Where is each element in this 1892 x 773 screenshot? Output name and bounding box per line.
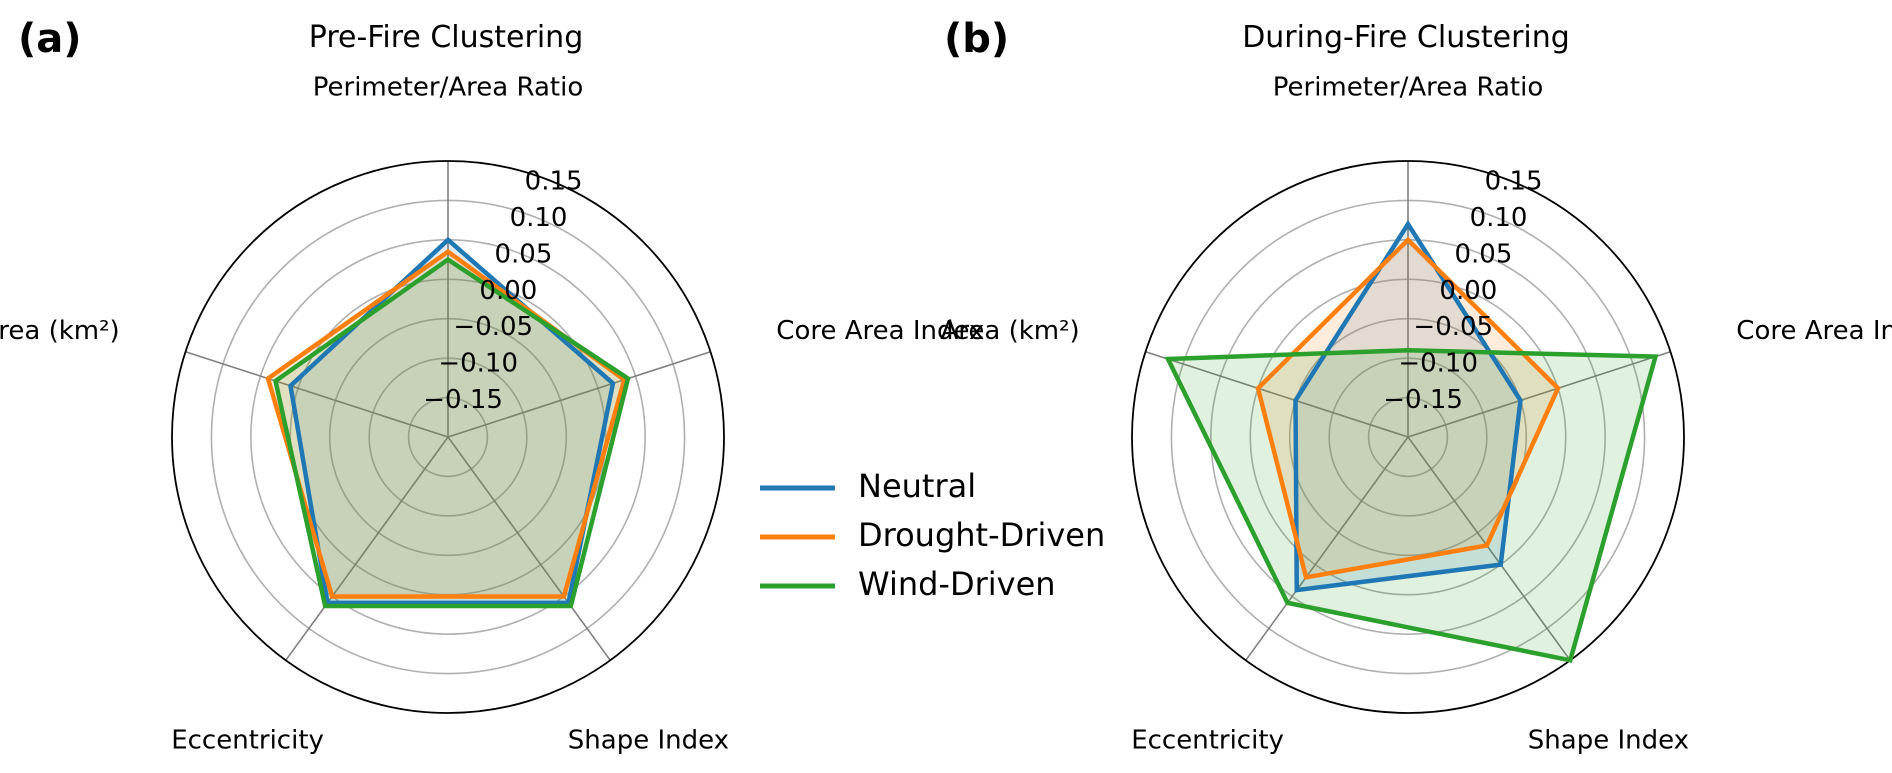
outer-circle [1131,160,1685,714]
chart-title: During-Fire Clustering [1242,20,1570,55]
tick-label: −0.15 [423,385,503,415]
series-line [1255,236,1561,580]
radar-panel-a: (a) Pre-Fire Clustering 0.15 0.10 0.05 0.00 −0… [0,16,984,755]
spoke-line [285,436,449,661]
series-line [272,256,631,609]
tick-label: −0.15 [1383,385,1463,415]
axis-label: Area (km²) [0,316,120,346]
series-fill [290,239,613,603]
tick-label: −0.05 [453,312,533,342]
legend-label: Wind-Driven [858,565,1056,603]
spoke-line [185,350,449,438]
series-fill [275,259,628,607]
axis-label: Eccentricity [1131,725,1284,755]
chart-title: Pre-Fire Clustering [309,20,583,55]
tick-label: −0.05 [1413,312,1493,342]
axis-label: Core Area Index [776,316,984,346]
spoke-line [447,350,711,438]
outer-circle [171,160,725,714]
series-line [288,236,616,606]
axis-label: Perimeter/Area Ratio [313,73,583,103]
spoke-line [1245,436,1409,661]
spoke-line [1407,350,1671,438]
series-fill [1168,350,1656,661]
tick-label: 0.10 [1470,203,1528,233]
radar-panel-b: (b) During-Fire Clustering 0.15 0.10 0.05 0.0… [940,16,1892,755]
panel-label: (a) [18,16,82,62]
spoke-line [1407,436,1571,661]
axis-label: Area (km²) [940,316,1079,346]
panel-label: (b) [944,16,1009,62]
axis-label: Core Area Index [1736,316,1892,346]
legend-label: Neutral [858,467,976,505]
axis-label: Perimeter/Area Ratio [1273,73,1543,103]
series-fill [1258,239,1558,578]
tick-label: 0.00 [1439,276,1497,306]
axis-label: Shape Index [568,725,729,755]
tick-label: 0.15 [1485,167,1543,197]
axis-label: Eccentricity [171,725,324,755]
tick-label: 0.00 [479,276,537,306]
series-line [1164,348,1659,663]
tick-label: 0.15 [525,167,583,197]
tick-label: −0.10 [438,349,518,379]
series-fill [268,251,625,597]
series-line [1293,219,1523,593]
axis-label: Shape Index [1528,725,1689,755]
spoke-line [1145,350,1409,438]
spoke-line [447,436,611,661]
legend-label: Drought-Driven [858,516,1105,554]
tick-label: 0.05 [494,239,552,269]
tick-label: 0.10 [510,203,568,233]
tick-label: −0.10 [1398,349,1478,379]
tick-label: 0.05 [1454,239,1512,269]
